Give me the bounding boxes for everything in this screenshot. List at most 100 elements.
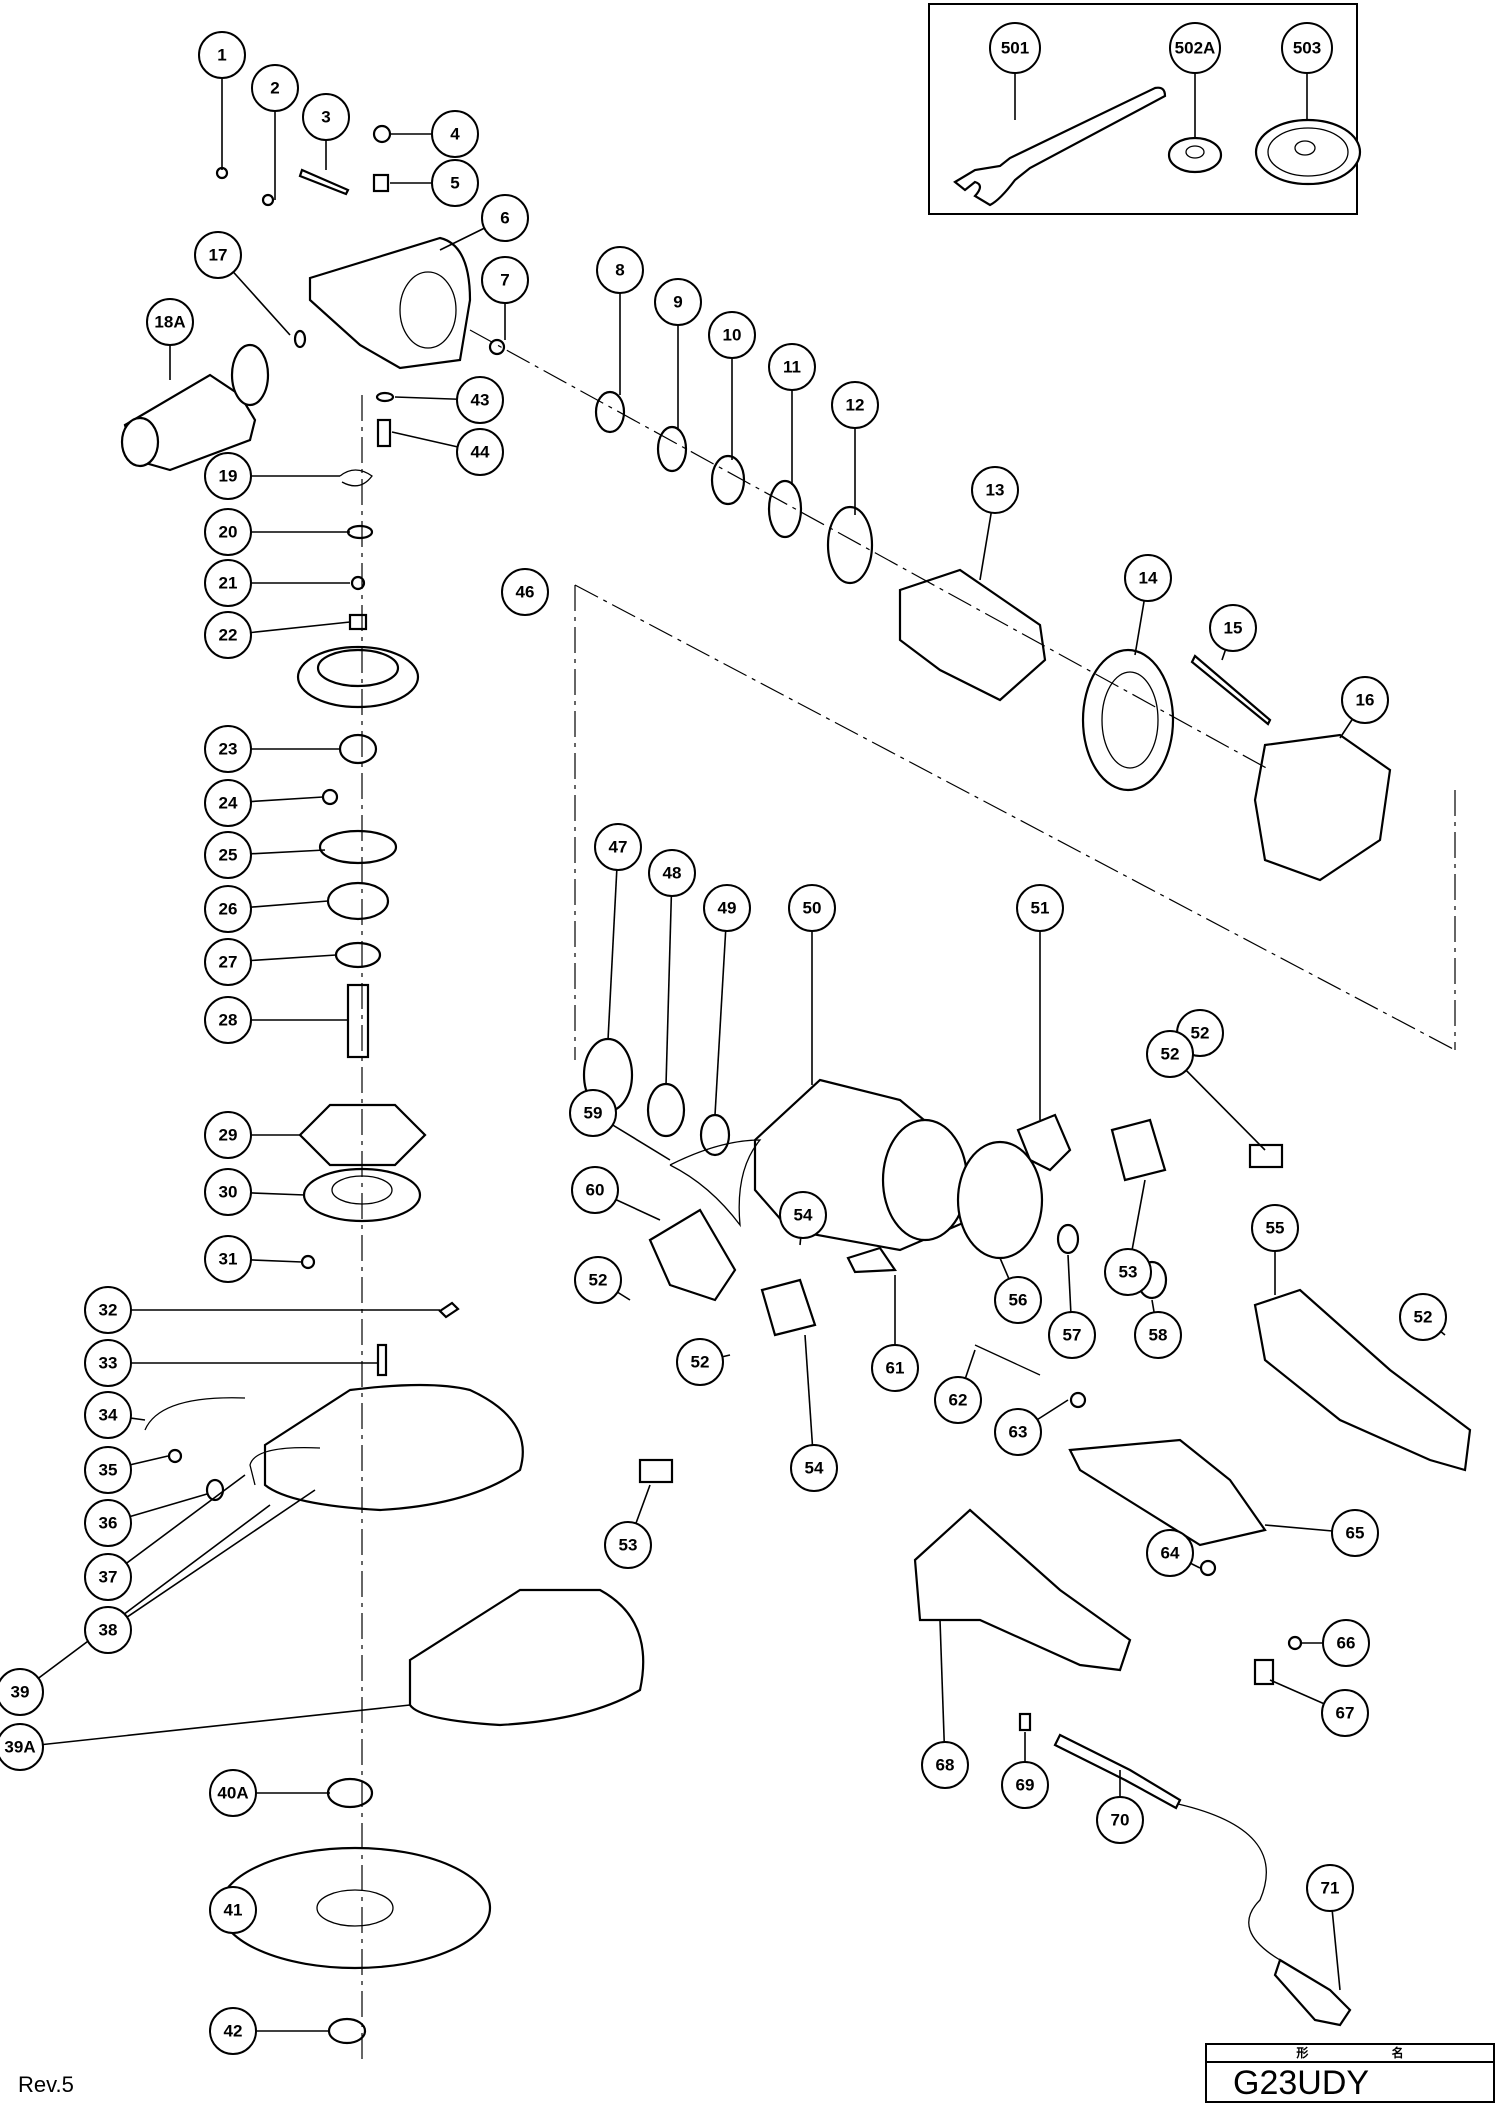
wheel-center: [316, 1889, 394, 1927]
bearing-48: [646, 1082, 686, 1138]
callout-circle: [1146, 1529, 1194, 1577]
callout-circle: [204, 938, 252, 986]
callout-number: 37: [99, 1568, 118, 1587]
callout-number: 52: [1161, 1045, 1180, 1064]
callout-number: 15: [1224, 619, 1243, 638]
callout-number: 24: [219, 794, 238, 813]
callout-number: 70: [1111, 1811, 1130, 1830]
flange-nut-502A: [1167, 136, 1223, 174]
callout-circle: [209, 2007, 257, 2055]
accessories-box: [928, 3, 1358, 215]
callout-circle: [1331, 1509, 1379, 1557]
callout-circle: [989, 22, 1041, 74]
title-block: 形 名 G23UDY: [1205, 2043, 1495, 2103]
callout-circle: [1134, 1311, 1182, 1359]
callout-68: 68: [921, 1741, 969, 1789]
callout-18A: 18A: [146, 298, 194, 346]
callout-number: 64: [1161, 1544, 1180, 1563]
callout-circle: [204, 885, 252, 933]
callout-circle: [84, 1606, 132, 1654]
callout-circle: [146, 298, 194, 346]
callout-number: 17: [209, 246, 228, 265]
callout-25: 25: [204, 831, 252, 879]
spindle-28: [346, 983, 370, 1059]
callout-30: 30: [204, 1168, 252, 1216]
callout-52: 52: [1146, 1030, 1194, 1078]
callout-circle: [703, 884, 751, 932]
callout-circle: [971, 466, 1019, 514]
callout-21: 21: [204, 559, 252, 607]
callout-43: 43: [456, 376, 504, 424]
callout-53: 53: [1104, 1248, 1152, 1296]
callout-number: 39: [11, 1683, 30, 1702]
cap-4: [372, 124, 392, 144]
retaining-ring-19: [339, 469, 373, 487]
callout-number: 63: [1009, 1423, 1028, 1442]
band-37: [249, 1446, 321, 1486]
callout-number: 52: [691, 1353, 710, 1372]
callout-circle: [209, 1769, 257, 1817]
callout-44: 44: [456, 428, 504, 476]
plate-61: [846, 1246, 898, 1274]
callout-circle: [1322, 1619, 1370, 1667]
bolt-35: [167, 1448, 183, 1464]
brush-holder-54b: [760, 1278, 817, 1337]
callout-circle: [994, 1276, 1042, 1324]
nut-64: [1199, 1559, 1217, 1577]
callout-circle: [1341, 676, 1389, 724]
callout-number: 54: [805, 1459, 824, 1478]
screw-66: [1287, 1635, 1303, 1651]
callout-22: 22: [204, 611, 252, 659]
callout-52: 52: [574, 1256, 622, 1304]
callout-number: 29: [219, 1126, 238, 1145]
callout-circle: [648, 849, 696, 897]
callout-36: 36: [84, 1499, 132, 1547]
callout-circle: [596, 246, 644, 294]
callout-circle: [594, 823, 642, 871]
callout-37: 37: [84, 1553, 132, 1601]
callout-number: 12: [846, 396, 865, 415]
callout-number: 11: [783, 358, 801, 377]
callout-27: 27: [204, 938, 252, 986]
stator-16: [1253, 733, 1392, 882]
callout-circle: [1169, 22, 1221, 74]
callout-12: 12: [831, 381, 879, 429]
callout-6: 6: [481, 194, 529, 242]
wheel-flange-40A: [326, 1777, 374, 1809]
callout-number: 2: [270, 79, 279, 98]
plate-32: [438, 1301, 460, 1319]
callout-circle: [604, 1521, 652, 1569]
callout-42: 42: [209, 2007, 257, 2055]
callout-34: 34: [84, 1391, 132, 1439]
key-22: [348, 613, 368, 631]
side-handle-flange: [230, 343, 270, 407]
callout-number: 10: [723, 326, 742, 345]
callout-number: 22: [219, 626, 238, 645]
callout-number: 39A: [4, 1738, 35, 1757]
callout-52: 52: [676, 1338, 724, 1386]
leader-line: [939, 1619, 946, 1766]
switch-65: [1068, 1438, 1267, 1547]
callout-circle: [994, 1408, 1042, 1456]
callout-circle: [204, 508, 252, 556]
callout-circle: [1209, 604, 1257, 652]
callout-circle: [204, 1168, 252, 1216]
callout-number: 19: [219, 467, 238, 486]
callout-number: 38: [99, 1621, 118, 1640]
callout-number: 43: [471, 391, 490, 410]
callout-circle: [84, 1286, 132, 1334]
callout-number: 32: [99, 1301, 118, 1320]
accessory-callout-503: 503: [1281, 22, 1333, 74]
leader-line: [714, 907, 728, 1116]
callout-number: 1: [217, 46, 226, 65]
callout-35: 35: [84, 1446, 132, 1494]
callout-circle: [209, 1886, 257, 1934]
screw-31: [300, 1254, 316, 1270]
callout-13: 13: [971, 466, 1019, 514]
callout-number: 56: [1009, 1291, 1028, 1310]
callout-number: 69: [1016, 1776, 1035, 1795]
callout-number: 42: [224, 2022, 243, 2041]
callout-number: 28: [219, 1011, 238, 1030]
carbon-brush-53a: [1248, 1143, 1284, 1169]
callout-24: 24: [204, 779, 252, 827]
